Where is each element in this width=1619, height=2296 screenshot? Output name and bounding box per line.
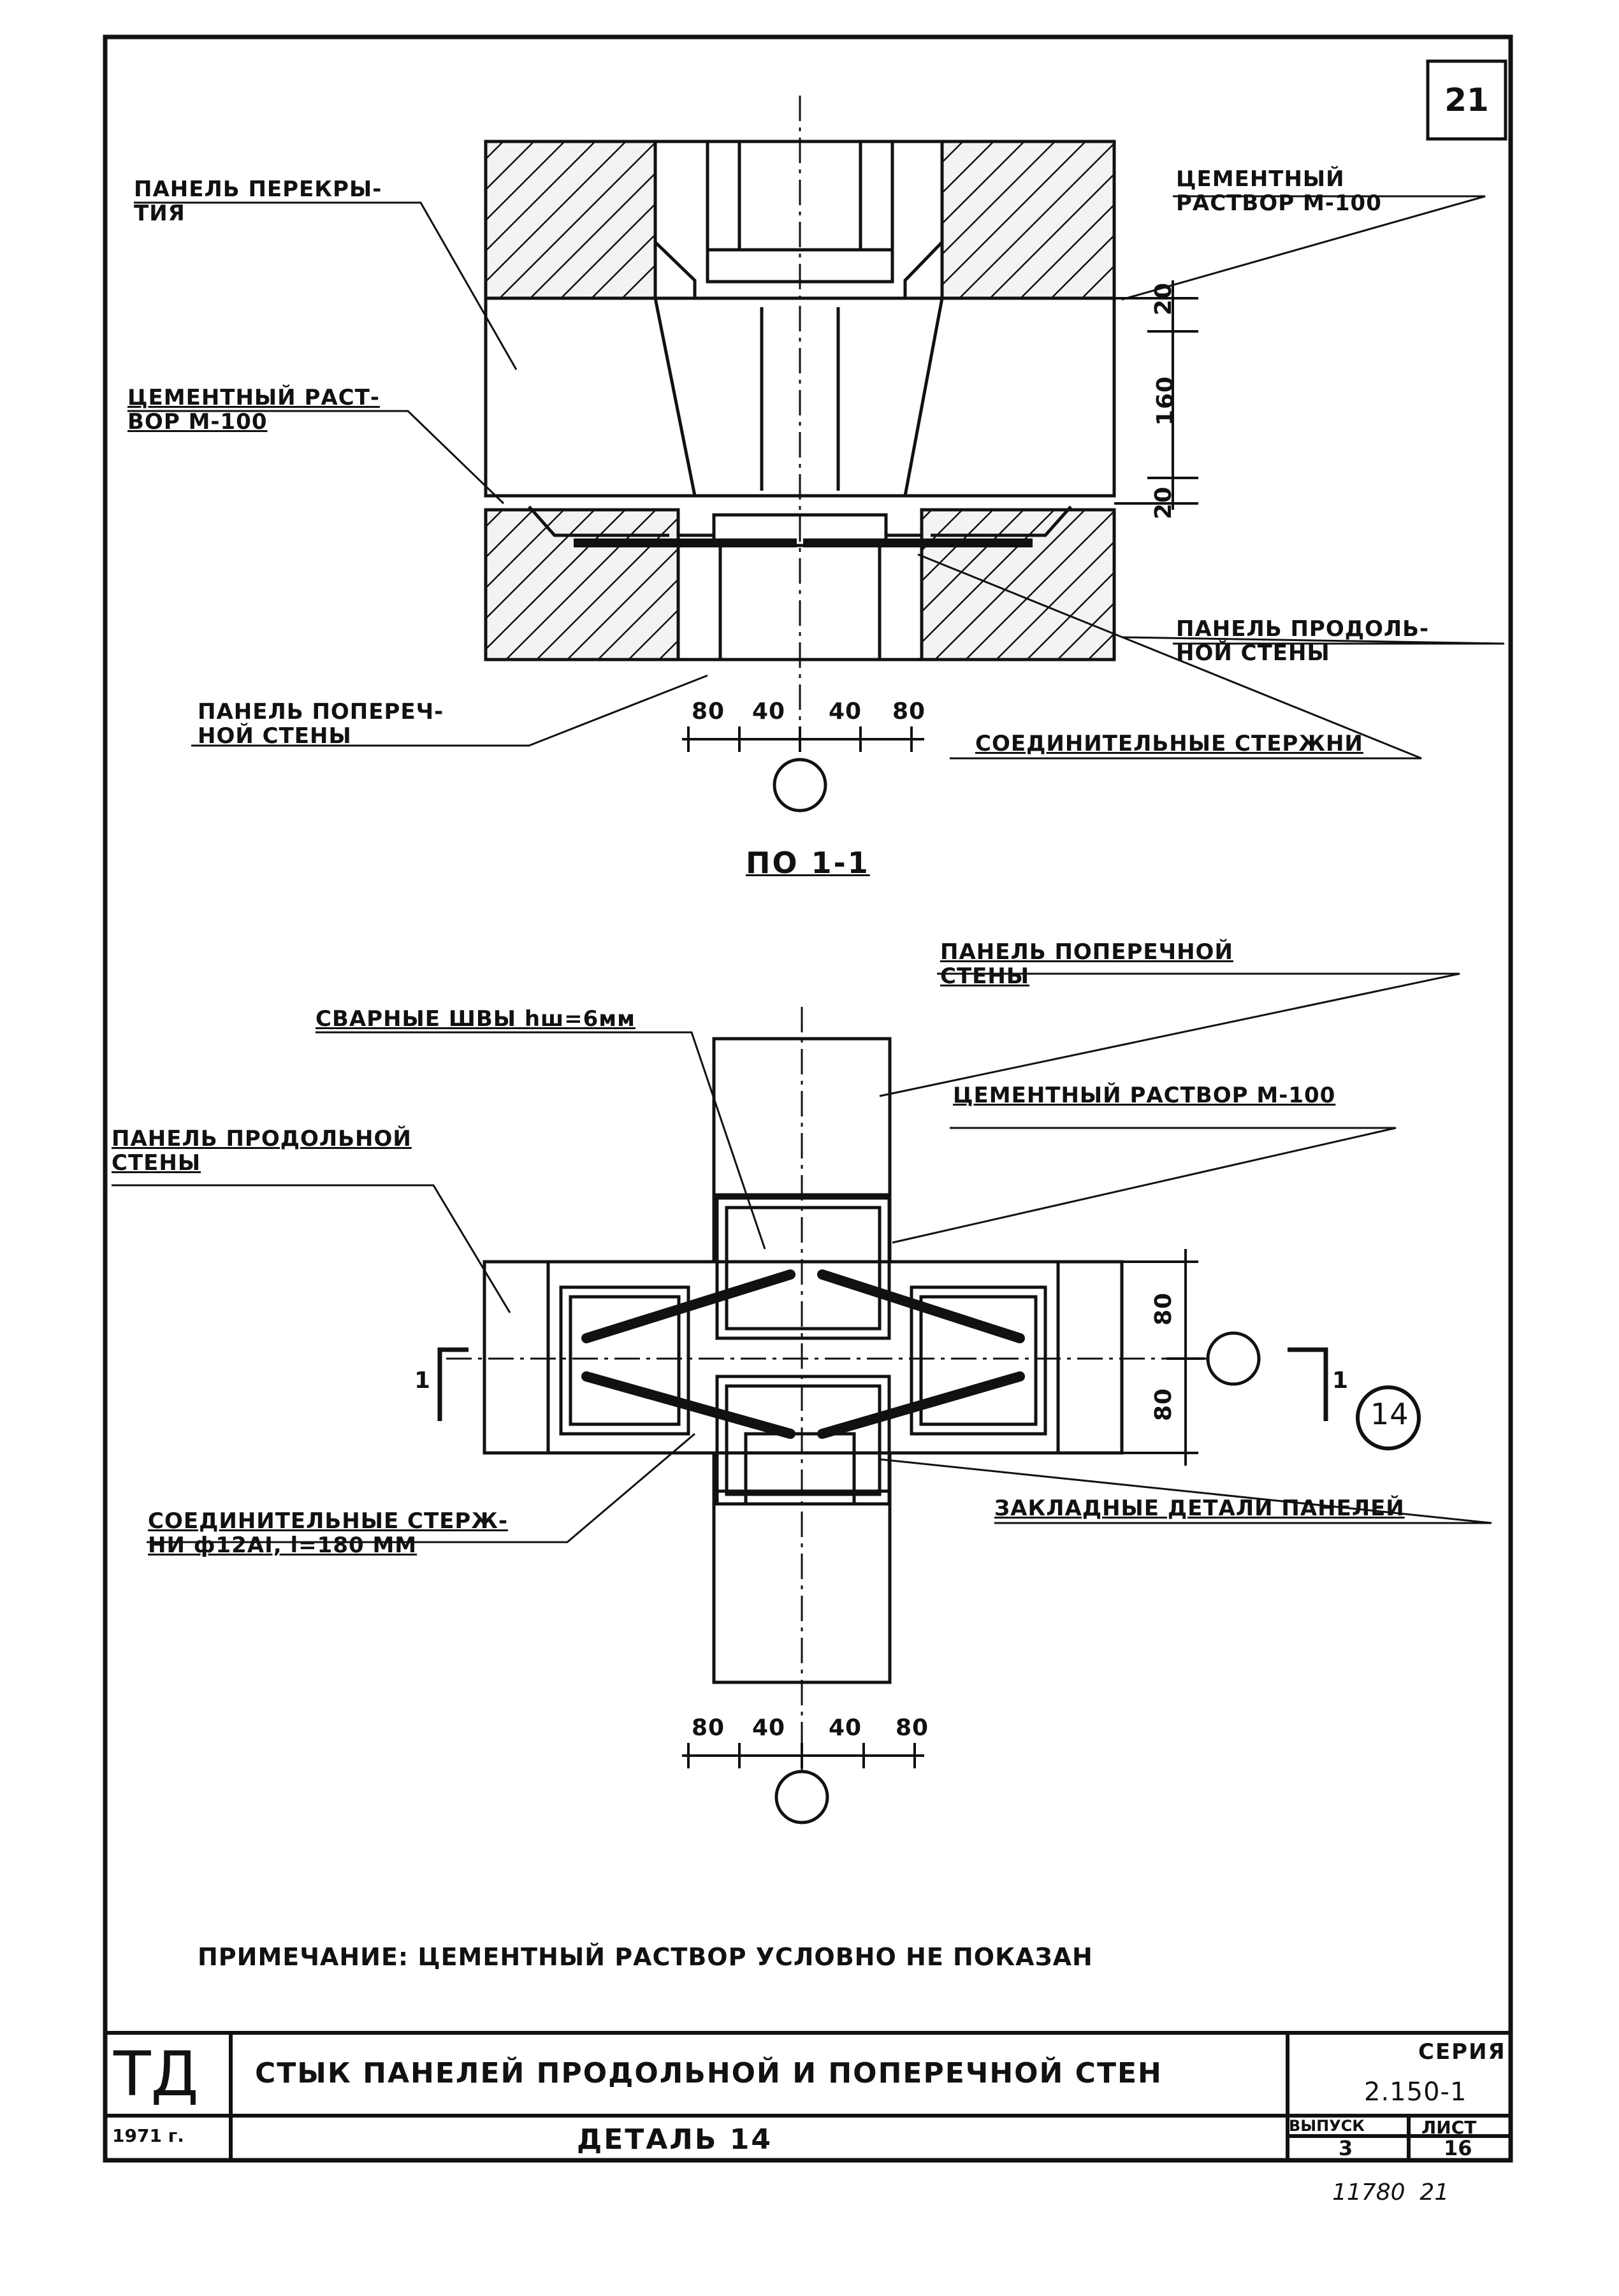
sheet-value: 16 [1444, 2136, 1472, 2160]
footer-handwriting: 11780 21 [1332, 2179, 1449, 2206]
plan-axis-circle-right [1206, 1331, 1261, 1386]
section-dim-b-4: 80 [892, 698, 926, 725]
section-leaders [127, 195, 1505, 760]
plan-dim-b-4: 80 [896, 1715, 929, 1741]
plan-dim-bottom [682, 1743, 924, 1768]
longitudinal-wall [483, 1260, 1124, 1455]
sheet-number: 21 [1444, 82, 1489, 119]
label-cement-mortar-top: ЦЕМЕНТНЫЙ РАСТВОР М-100 [1176, 166, 1382, 216]
label-longitudinal-wall-section: ПАНЕЛЬ ПРОДОЛЬ- НОЙ СТЕНЫ [1176, 616, 1430, 666]
section-cut-marks [437, 1347, 1328, 1421]
section-dim-v-2: 160 [1152, 375, 1179, 426]
label-weld-seams: СВАРНЫЕ ШВЫ hш=6мм [316, 1006, 635, 1032]
plan-leaders [112, 972, 1492, 1543]
drawing-note: ПРИМЕЧАНИЕ: ЦЕМЕНТНЫЙ РАСТВОР УСЛОВНО НЕ… [198, 1943, 1093, 1971]
section-mark-right: 1 [1332, 1368, 1349, 1394]
section-dim-b-2: 40 [752, 698, 786, 725]
section-dim-bottom [682, 726, 924, 752]
section-dim-vertical [1114, 280, 1198, 510]
series-value: 2.150-1 [1364, 2077, 1467, 2107]
section-dim-v-1: 20 [1151, 282, 1177, 316]
section-mark-left: 1 [414, 1368, 432, 1394]
plan-dim-b-1: 80 [692, 1715, 725, 1741]
detail-marker: 14 [1370, 1397, 1409, 1431]
floor-slab-left [484, 140, 657, 300]
plan-dim-b-3: 40 [829, 1715, 862, 1741]
drawing-subtitle: ДЕТАЛЬ 14 [577, 2123, 773, 2156]
label-floor-panel: ПАНЕЛЬ ПЕРЕКРЫ- ТИЯ [134, 177, 382, 226]
plan-rods [581, 1269, 1025, 1439]
label-connecting-rods-plan: СОЕДИНИТЕЛЬНЫЕ СТЕРЖ- НИ ф12АI, l=180 ММ [148, 1508, 509, 1558]
section-axis-circle [773, 758, 827, 812]
issue-value: 3 [1339, 2136, 1353, 2160]
label-longitudinal-wall-plan: ПАНЕЛЬ ПРОДОЛЬНОЙ СТЕНЫ [112, 1126, 412, 1176]
floor-slab-right [940, 140, 1116, 300]
sheet-label: ЛИСТ [1421, 2117, 1477, 2138]
series-label: СЕРИЯ [1418, 2039, 1506, 2065]
section-dim-b-1: 80 [692, 698, 725, 725]
label-embedded-parts: ЗАКЛАДНЫЕ ДЕТАЛИ ПАНЕЛЕЙ [994, 1496, 1405, 1521]
section-title: ПО 1-1 [746, 846, 870, 880]
wall-slab-right [920, 508, 1116, 661]
td-logo: ТД [113, 2039, 199, 2110]
label-cement-mortar-left: ЦЕМЕНТНЫЙ РАСТ- ВОР М-100 [127, 385, 380, 435]
plan-dim-v-2: 80 [1151, 1387, 1177, 1422]
section-dim-v-3: 20 [1151, 486, 1177, 520]
plan-dim-b-2: 40 [752, 1715, 786, 1741]
wall-slab-left [484, 508, 680, 661]
plan-view [483, 1037, 1124, 1684]
plan-dim-vertical [1122, 1249, 1205, 1466]
label-transverse-wall-plan: ПАНЕЛЬ ПОПЕРЕЧНОЙ СТЕНЫ [940, 939, 1233, 989]
plan-axis-circle-bottom [774, 1770, 829, 1824]
label-transverse-wall-section: ПАНЕЛЬ ПОПЕРЕЧ- НОЙ СТЕНЫ [198, 699, 444, 749]
section-dim-b-3: 40 [829, 698, 862, 725]
label-cement-mortar-plan: ЦЕМЕНТНЫЙ РАСТВОР М-100 [953, 1083, 1336, 1108]
plan-dim-v-1: 80 [1151, 1292, 1177, 1326]
drawing-title: СТЫК ПАНЕЛЕЙ ПРОДОЛЬНОЙ И ПОПЕРЕЧНОЙ СТЕ… [255, 2057, 1163, 2090]
title-block [105, 2031, 1511, 2160]
year: 1971 г. [112, 2125, 184, 2146]
detail-marker-circle [1356, 1385, 1421, 1450]
sheet-frame [103, 34, 1513, 2163]
label-connecting-rods-section: СОЕДИНИТЕЛЬНЫЕ СТЕРЖНИ [975, 731, 1363, 756]
issue-label: ВЫПУСК [1289, 2117, 1365, 2135]
